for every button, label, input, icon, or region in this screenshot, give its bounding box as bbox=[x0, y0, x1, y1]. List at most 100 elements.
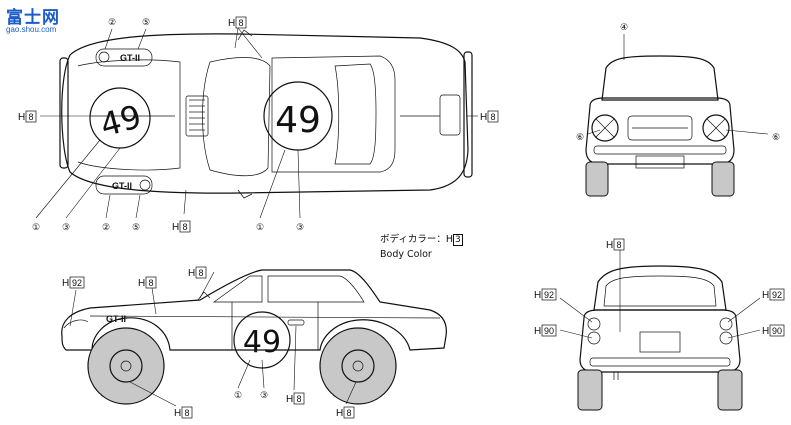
paint-label-rear-right-h90: H 90 bbox=[762, 324, 785, 337]
top-view-plate-top-text: GT-II bbox=[120, 53, 140, 63]
side-view-window bbox=[212, 275, 263, 303]
side-view-roundel bbox=[233, 311, 291, 369]
paint-prefix: H bbox=[172, 222, 179, 233]
front-view-right-headlamp bbox=[702, 114, 730, 142]
leader-top-3b bbox=[297, 149, 301, 219]
rear-view-rear-window bbox=[603, 275, 717, 307]
front-view bbox=[585, 55, 735, 197]
paint-box bbox=[181, 406, 193, 419]
watermark-text: 富士网 bbox=[6, 8, 60, 28]
callout-front-4: ④ bbox=[620, 22, 628, 32]
paint-prefix: H bbox=[534, 326, 541, 337]
paint-label-side-handle-h8: H 8 bbox=[286, 392, 305, 405]
front-view-plate bbox=[635, 155, 685, 169]
callout-top-2b: ② bbox=[102, 222, 110, 232]
callout-side-3: ③ bbox=[260, 390, 268, 400]
side-view-front-wheel bbox=[87, 327, 165, 405]
paint-prefix: H bbox=[18, 112, 25, 123]
paint-code: 8 bbox=[182, 222, 187, 232]
top-view-rear-window bbox=[334, 63, 377, 165]
leader-rear-h90-left bbox=[559, 329, 593, 339]
paint-code: 8 bbox=[184, 408, 189, 418]
leader-rear-h92-right bbox=[727, 297, 761, 323]
paint-box bbox=[195, 266, 207, 279]
paint-code: 8 bbox=[346, 408, 351, 418]
rear-view bbox=[577, 265, 743, 411]
leader-top-5 bbox=[137, 28, 147, 50]
rear-view-bumper bbox=[589, 357, 731, 367]
paint-code: 8 bbox=[616, 240, 621, 250]
callout-front-6-right: ⑥ bbox=[772, 132, 780, 142]
front-view-left-headlamp-x bbox=[595, 118, 615, 138]
paint-prefix: H bbox=[188, 268, 195, 279]
leader-top-3 bbox=[65, 147, 121, 219]
top-view-hood-number: 49 bbox=[96, 97, 145, 144]
paint-prefix: H bbox=[336, 408, 343, 419]
paint-box bbox=[541, 324, 557, 337]
callout-top-3b: ③ bbox=[296, 222, 304, 232]
paint-prefix: H bbox=[762, 290, 769, 301]
paint-prefix: H bbox=[62, 278, 69, 289]
paint-label-side-h92: H 92 bbox=[62, 276, 85, 289]
paint-label-side-mirror-h8: H 8 bbox=[188, 266, 207, 279]
leader-top-h8a bbox=[234, 27, 239, 49]
rear-view-plate bbox=[639, 331, 681, 353]
rear-view-body bbox=[579, 309, 741, 373]
leader-side-h8-rear-wheel bbox=[345, 381, 357, 405]
leader-side-h8-mirror bbox=[199, 271, 215, 299]
top-view-vent bbox=[185, 95, 209, 137]
paint-box bbox=[293, 392, 305, 405]
body-color-en: Body Color bbox=[380, 249, 432, 260]
paint-code: 8 bbox=[490, 112, 495, 122]
side-view-headlamp bbox=[63, 319, 89, 329]
leader-front-6-right bbox=[725, 129, 769, 135]
top-view-windshield bbox=[202, 57, 271, 177]
paint-code: 90 bbox=[772, 326, 782, 336]
paint-box bbox=[769, 324, 785, 337]
paint-labels: H 8 H 8 H 8 H 8 H 92 bbox=[18, 16, 785, 419]
leader-front-6-left bbox=[587, 129, 601, 135]
paint-box bbox=[343, 406, 355, 419]
front-view-left-tire bbox=[585, 161, 609, 197]
paint-box bbox=[69, 276, 85, 289]
watermark-url: gao.shou.com bbox=[6, 25, 57, 34]
leader-top-1 bbox=[35, 139, 101, 219]
paint-label-top-h8: H 8 bbox=[228, 16, 247, 29]
top-view-plate-bottom-badge bbox=[139, 179, 151, 191]
side-view-rear-hub-cap bbox=[352, 360, 364, 372]
paint-prefix: H bbox=[480, 112, 487, 123]
side-view-body-outline bbox=[61, 269, 447, 351]
body-color-code: 3 bbox=[452, 234, 463, 246]
leader-side-h8 bbox=[151, 287, 157, 315]
paint-label-rear-left-h90: H 90 bbox=[534, 324, 557, 337]
top-view-rear-bumper bbox=[463, 51, 473, 178]
callout-top-1: ① bbox=[32, 222, 40, 232]
paint-code: 92 bbox=[72, 278, 82, 288]
paint-label-rear-left-h92: H 92 bbox=[534, 288, 557, 301]
side-view-rear-wheel bbox=[319, 327, 397, 405]
callout-side-1: ① bbox=[234, 390, 242, 400]
paint-box bbox=[145, 276, 157, 289]
front-view-roof bbox=[601, 55, 719, 101]
paint-label-rear-h8: H 8 bbox=[606, 238, 625, 251]
rear-view-right-lamp-upper bbox=[719, 317, 733, 331]
leader-top-1b bbox=[259, 149, 286, 219]
side-view-plate-text: GT-II bbox=[106, 314, 126, 324]
top-view: 49 49 GT-II GT-II bbox=[59, 29, 473, 199]
paint-code: 90 bbox=[544, 326, 554, 336]
top-view-mirror-right bbox=[237, 189, 253, 199]
side-view-front-hub-cap bbox=[120, 360, 132, 372]
side-view-mirror bbox=[197, 291, 211, 301]
paint-label-rear-right-h92: H 92 bbox=[762, 288, 785, 301]
top-view-body-outline bbox=[61, 33, 469, 194]
paint-label-top-left-h8: H 8 bbox=[18, 110, 37, 123]
paint-box bbox=[769, 288, 785, 301]
callout-top-2: ② bbox=[108, 17, 116, 27]
front-view-right-tire bbox=[711, 161, 735, 197]
front-view-right-headlamp-x bbox=[706, 118, 726, 138]
leader-top-2 bbox=[104, 28, 113, 50]
